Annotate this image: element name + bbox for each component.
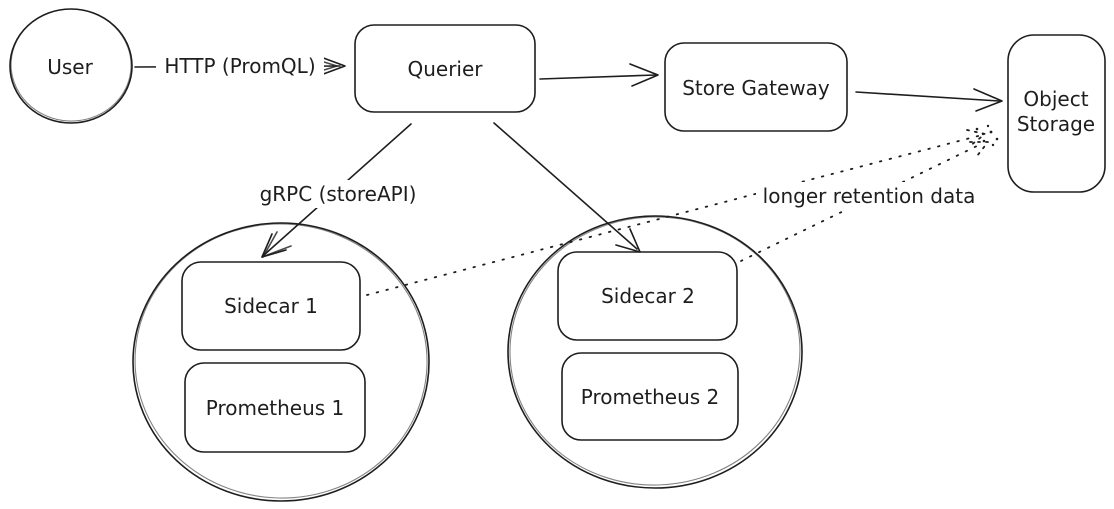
- prometheus1-box: [184, 362, 366, 453]
- sidecar2-object-storage-dotted-arrow: [740, 141, 990, 262]
- sidecar2-box: [557, 251, 738, 341]
- grpc-label-bg: [250, 180, 426, 208]
- prometheus2-box: [561, 352, 739, 441]
- dotted-arrowhead-scatter: [975, 124, 999, 147]
- user-label: User: [47, 55, 93, 79]
- querier-sidecar2-arrow: [493, 122, 641, 253]
- grpc-storeapi-label: gRPC (storeAPI): [260, 182, 417, 206]
- querier-store-gateway-arrow: [539, 63, 659, 87]
- retention-label-bg: [756, 182, 982, 210]
- object-storage-label-line1: Object: [1023, 87, 1088, 111]
- http-promql-label: HTTP (PromQL): [164, 54, 315, 78]
- http-label-bg: [156, 52, 324, 80]
- prometheus1-group-circle: [132, 222, 430, 502]
- querier-label: Querier: [407, 57, 483, 81]
- sidecar2-label: Sidecar 2: [601, 284, 695, 308]
- store-gateway-box: [664, 42, 848, 132]
- sidecar1-label: Sidecar 1: [224, 294, 318, 318]
- object-storage-box: [1007, 34, 1106, 193]
- user-node: [9, 8, 133, 124]
- object-storage-label-line2: Storage: [1017, 112, 1095, 136]
- sidecar1-box: [181, 261, 361, 351]
- store-gateway-label: Store Gateway: [682, 76, 830, 100]
- prometheus2-group-circle: [507, 215, 803, 489]
- sidecar1-object-storage-dotted-arrow: [366, 129, 988, 296]
- prometheus1-label: Prometheus 1: [206, 396, 345, 420]
- store-gateway-object-storage-arrow: [855, 88, 1003, 112]
- prometheus2-label: Prometheus 2: [581, 385, 720, 409]
- querier-box: [354, 24, 536, 113]
- longer-retention-label: longer retention data: [763, 184, 976, 208]
